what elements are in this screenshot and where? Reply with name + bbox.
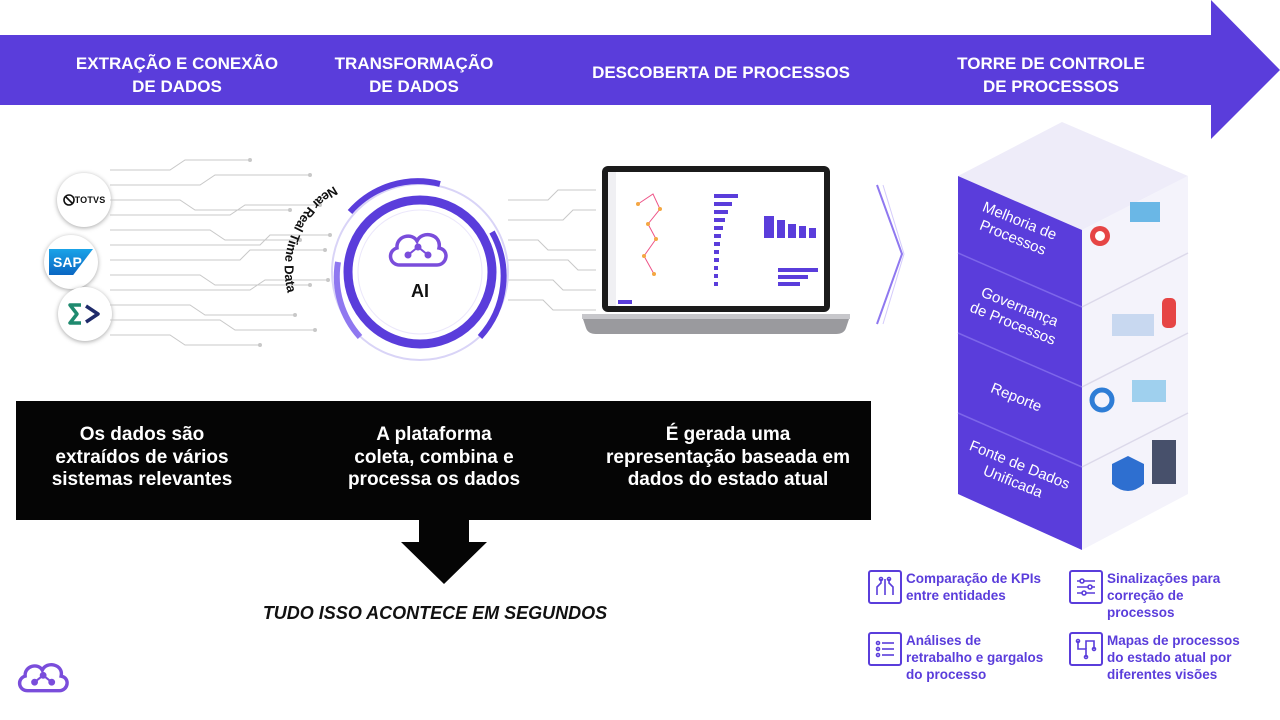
totvs-symbol-icon bbox=[62, 194, 75, 206]
sigma-arrow-logo-icon bbox=[58, 287, 112, 341]
feature-kpi-comparison: Comparação de KPIs entre entidades bbox=[868, 570, 1041, 604]
feature-process-maps: Mapas de processos do estado atual por d… bbox=[1069, 632, 1240, 683]
panel-text-discovery: É gerada uma representação baseada em da… bbox=[606, 424, 850, 490]
tower-illustrations bbox=[1089, 202, 1176, 491]
stage-label-discovery: DESCOBERTA DE PROCESSOS bbox=[592, 63, 850, 82]
brand-cloud-logo-icon bbox=[17, 663, 69, 693]
sap-logo-text: SAP bbox=[49, 249, 93, 275]
tagline: TUDO ISSO ACONTECE EM SEGUNDOS bbox=[262, 603, 608, 623]
stage-label-control-tower: TORRE DE CONTROLE DE PROCESSOS bbox=[957, 54, 1145, 96]
circuit-board-icon bbox=[868, 570, 902, 604]
data-circuit-lines-right bbox=[508, 189, 596, 311]
panel-text-extraction: Os dados são extraídos de vários sistema… bbox=[51, 424, 233, 490]
feature-text-flags: Sinalizações para correção de processos bbox=[1107, 571, 1221, 620]
stage-label-transformation: TRANSFORMAÇÃO DE DADOS bbox=[334, 54, 494, 96]
feature-rework-analysis: Análises de retrabalho e gargalos do pro… bbox=[868, 632, 1043, 683]
near-real-time-label: Near Real Time Data bbox=[282, 183, 341, 294]
chevron-right-icon bbox=[876, 184, 905, 325]
feature-process-flags: Sinalizações para correção de processos bbox=[1069, 570, 1220, 621]
totvs-logo-text: TOTVS bbox=[74, 195, 106, 205]
panel-text-transformation: A plataforma coleta, combina e processa … bbox=[347, 424, 521, 490]
stage-label-extraction: EXTRAÇÃO E CONEXÃO DE DADOS bbox=[75, 54, 279, 96]
totvs-logo-icon: TOTVS bbox=[57, 173, 111, 227]
laptop-dashboard-image bbox=[582, 166, 850, 334]
feature-text-maps: Mapas de processos do estado atual por d… bbox=[1107, 633, 1240, 682]
summary-panel bbox=[16, 401, 871, 520]
ai-cloud-brain-icon bbox=[388, 232, 448, 267]
process-map-icon bbox=[1069, 632, 1103, 666]
sigma-symbol-icon bbox=[68, 303, 100, 325]
banner-arrow-shape bbox=[0, 0, 1280, 139]
ai-label: AI bbox=[411, 281, 429, 301]
sliders-icon bbox=[1069, 570, 1103, 604]
feature-text-rework: Análises de retrabalho e gargalos do pro… bbox=[906, 633, 1044, 682]
control-tower-graphic bbox=[957, 122, 1189, 550]
sap-logo-icon: SAP bbox=[44, 235, 98, 289]
stage-banner bbox=[0, 0, 1280, 140]
feature-text-kpi: Comparação de KPIs entre entidades bbox=[906, 571, 1042, 603]
ai-ring-graphic bbox=[331, 178, 509, 361]
list-icon bbox=[868, 632, 902, 666]
data-circuit-lines-left bbox=[110, 158, 332, 347]
down-arrow-icon bbox=[401, 520, 487, 584]
